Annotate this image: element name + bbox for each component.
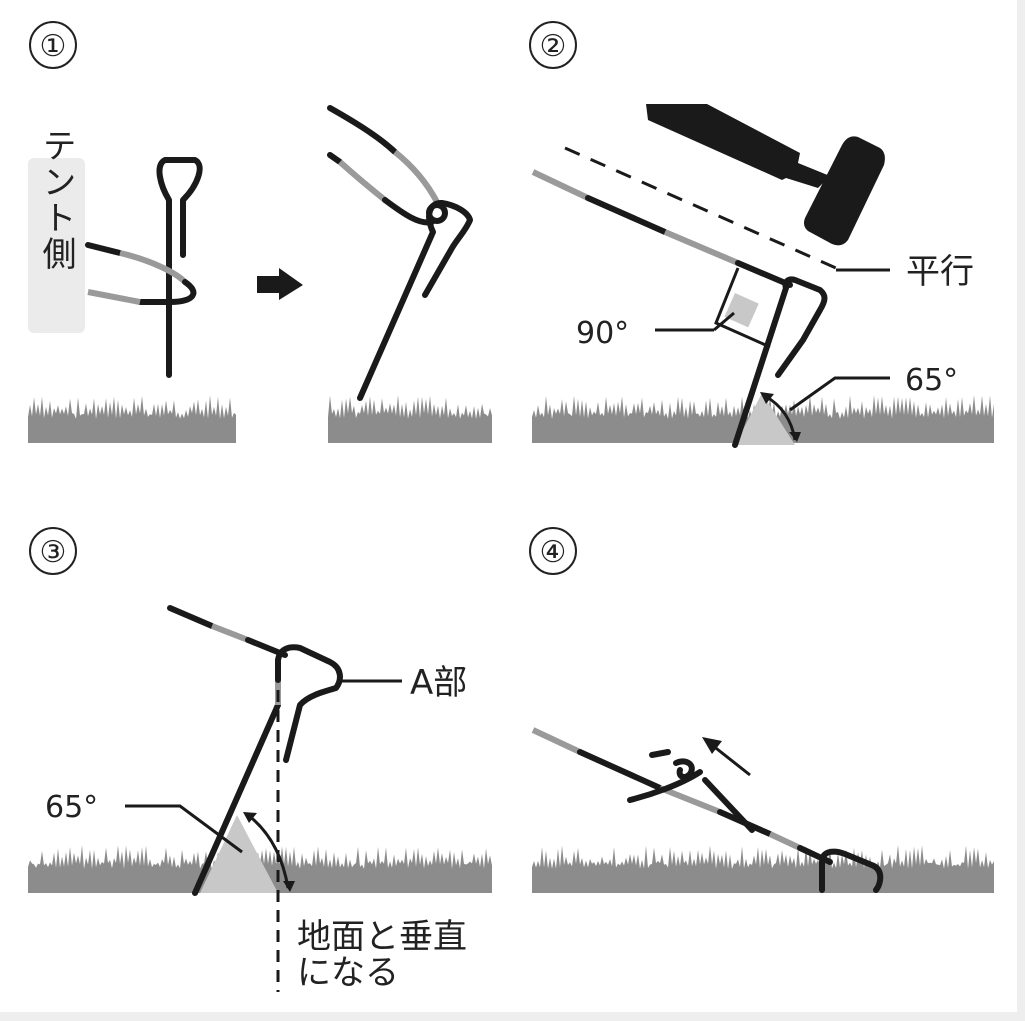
grass-strip [328, 395, 492, 443]
angle-label: 65° [45, 790, 98, 825]
angle-arc-icon [247, 813, 290, 889]
step-number: ① [40, 29, 67, 64]
tent-side-label: テント側 [36, 128, 76, 272]
step-2: ② 平行 90° 65° [529, 21, 974, 448]
step-number: ② [540, 29, 567, 64]
step-1: ① テント側 [28, 21, 473, 401]
perpendicular-note-line1: 地面と垂直 [297, 917, 467, 957]
next-arrow-icon [257, 268, 303, 300]
step-3: ③ A部 65° 地面と垂直 になる [29, 527, 467, 993]
right-angle-label: 90° [576, 316, 629, 351]
part-a-label: A部 [410, 663, 467, 703]
step-number: ③ [40, 535, 67, 570]
grass-strip [28, 395, 236, 443]
parallel-label: 平行 [906, 252, 974, 292]
parallel-guide-line [564, 146, 837, 270]
tent-stake-icon [732, 276, 828, 448]
perpendicular-note-line2: になる [297, 953, 399, 993]
tent-stake-icon [357, 200, 473, 401]
pull-direction-arrow-icon [702, 737, 751, 777]
angle-label: 65° [905, 363, 958, 398]
rope-icon [85, 242, 197, 305]
tent-stake-icon [627, 749, 884, 893]
rope-icon [531, 727, 833, 865]
tent-side-label-bg [28, 158, 85, 333]
tent-stake-icon [156, 157, 203, 378]
rope-icon [531, 169, 793, 288]
hammer-icon [646, 104, 885, 246]
step-4: ④ [529, 527, 884, 893]
step-number: ④ [540, 535, 567, 570]
